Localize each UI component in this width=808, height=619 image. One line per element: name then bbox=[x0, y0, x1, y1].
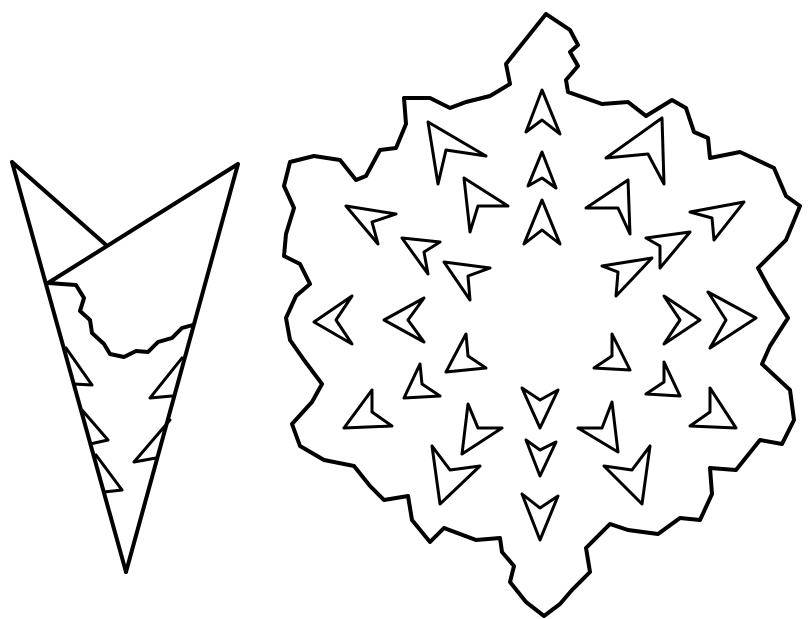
arrow-notch-bottom-2 bbox=[526, 440, 556, 476]
arrow-notch-ur-2 bbox=[586, 180, 630, 234]
arrow-notch-ll-5 bbox=[432, 446, 480, 504]
arrow-notch-left-2 bbox=[384, 298, 424, 342]
arrow-notch-ll-4 bbox=[462, 404, 502, 454]
arrow-notch-ll-2 bbox=[404, 364, 440, 398]
unfolded-snowflake bbox=[284, 14, 800, 616]
arrow-notch-ul-4 bbox=[402, 238, 440, 274]
arrow-notch-lr-1 bbox=[594, 334, 630, 370]
top-cut-edge bbox=[48, 283, 193, 357]
arrow-notch-bottom-3 bbox=[522, 494, 558, 540]
arrow-notch-bottom-1 bbox=[522, 388, 558, 428]
arrow-notch-lr-5 bbox=[604, 446, 650, 504]
arrow-notch-ul-2 bbox=[464, 178, 508, 232]
front-flap bbox=[48, 164, 238, 572]
arrow-notch-ur-3 bbox=[690, 202, 744, 240]
arrow-notch-right-1 bbox=[664, 296, 700, 344]
arrow-notch-left-1 bbox=[314, 296, 352, 344]
arrow-notch-ll-1 bbox=[446, 334, 486, 372]
arrow-notch-ul-3 bbox=[346, 206, 396, 244]
arrow-notch-ul-1 bbox=[428, 122, 486, 184]
arrow-notch-ur-1 bbox=[606, 118, 664, 184]
arrow-notch-right-2 bbox=[708, 292, 756, 348]
arrow-notch-lr-4 bbox=[578, 402, 618, 452]
arrow-notch-lr-2 bbox=[646, 362, 680, 396]
folded-paper-template bbox=[12, 162, 238, 572]
back-flap bbox=[12, 162, 126, 572]
arrow-notch-ul-5 bbox=[444, 262, 490, 300]
arrow-notch-ur-5 bbox=[602, 258, 652, 296]
arrow-notch-ll-3 bbox=[344, 390, 392, 428]
arrow-notch-top-2 bbox=[528, 152, 556, 188]
arrow-notch-lr-3 bbox=[690, 388, 736, 428]
arrow-notch-top-3 bbox=[524, 200, 560, 244]
arrow-notch-top-1 bbox=[526, 90, 560, 134]
arrow-notch-ur-4 bbox=[646, 232, 690, 268]
right-notch-2 bbox=[134, 420, 170, 462]
